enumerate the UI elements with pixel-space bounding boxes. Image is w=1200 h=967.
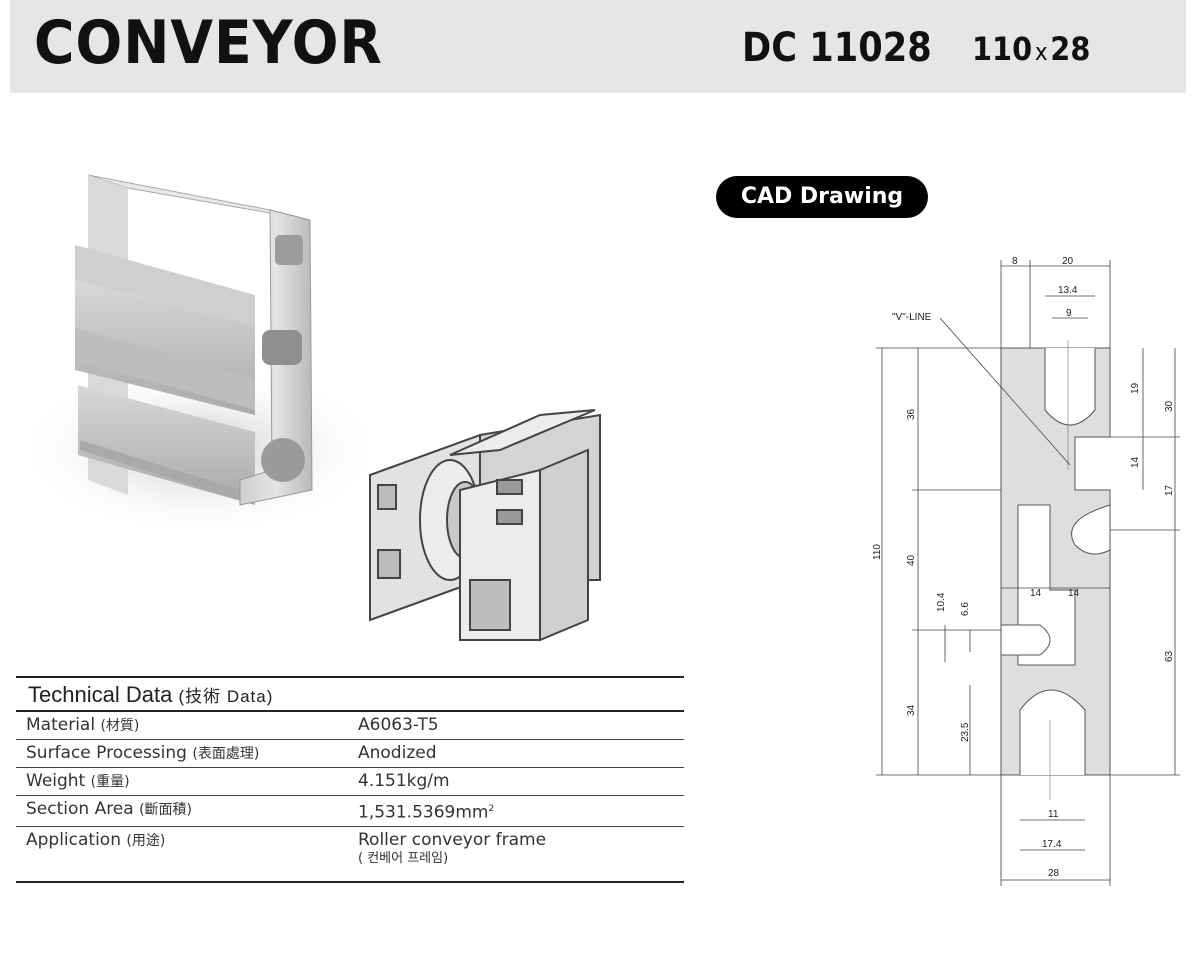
dim-right-30: 30 [1164,400,1175,412]
dim-left-110: 110 [872,544,883,560]
label-text: Application [26,829,121,850]
v-line-label: "V"-LINE [892,312,932,323]
row-value: Anodized [348,739,684,768]
technical-data-title: Technical Data [28,682,173,707]
row-label: Weight (重量) [16,767,348,796]
dim-top-9: 9 [1066,308,1072,319]
label-cjk: (重量) [90,774,130,790]
row-label: Material (材質) [16,712,348,740]
dim-top-8: 8 [1012,256,1018,267]
technical-data-header: Technical Data (技術 Data) [16,676,684,712]
dim-right-19: 19 [1130,382,1141,394]
dim-width: 110 [972,30,1033,68]
dim-separator: x [1034,38,1048,66]
label-text: Weight [26,771,86,791]
dim-right-17: 17 [1164,484,1175,496]
row-label: Surface Processing (表面處理) [16,739,348,768]
table-row: Section Area (斷面積) 1,531.5369mm2 [16,795,684,827]
label-cjk: (材質) [100,718,140,734]
model-number: DC 11028 [742,25,932,71]
label-cjk: (表面處理) [192,746,260,762]
label-text: Surface Processing [26,743,187,763]
dim-left-36: 36 [906,408,917,420]
product-render-image [10,174,601,642]
dim-mid-14a: 14 [1030,588,1042,599]
dim-bottom-17-4: 17.4 [1042,839,1062,850]
row-label: Section Area (斷面積) [16,795,348,827]
row-value: Roller conveyor frame( 컨베어 프레임) [348,826,684,883]
page-title: CONVEYOR [34,8,383,78]
technical-data-section: Technical Data (技術 Data) Material (材質) A… [16,676,684,883]
value-note: ( 컨베어 프레임) [358,850,449,866]
dim-left-34: 34 [906,704,917,716]
cad-drawing-label: CAD Drawing [716,176,928,218]
table-row: Surface Processing (表面處理) Anodized [16,739,684,768]
value-text: Roller conveyor frame [358,829,547,850]
dim-top-13-4: 13.4 [1058,285,1078,296]
conveyor-assembly-illustration [369,409,601,642]
dim-mid-14b: 14 [1068,588,1080,599]
dim-left-23-5: 23.5 [960,722,971,742]
cad-drawing: 8 20 13.4 9 "V"-LINE 19 30 14 17 63 36 4… [872,256,1180,886]
table-row: Weight (重量) 4.151kg/m [16,767,684,796]
header-bar [10,0,1186,93]
row-value: 1,531.5369mm2 [348,795,684,827]
row-value: A6063-T5 [348,712,684,740]
row-value: 4.151kg/m [348,767,684,796]
dim-left-6-6: 6.6 [960,602,971,616]
dim-bottom-11: 11 [1048,809,1059,820]
label-text: Section Area [26,799,134,819]
dim-right-14: 14 [1130,456,1141,468]
table-row: Application (用途) Roller conveyor frame( … [16,826,684,883]
dim-left-40: 40 [906,554,917,566]
dim-height: 28 [1050,30,1091,68]
dim-left-10-4: 10.4 [936,592,947,612]
extrusion-profile [75,174,313,506]
dim-top-20: 20 [1062,256,1074,267]
dim-bottom-28: 28 [1048,868,1060,879]
label-text: Material [26,715,96,735]
value-text: 1,531.5369mm [358,802,489,823]
row-label: Application (用途) [16,826,348,883]
dim-right-63: 63 [1164,650,1175,662]
label-cjk: (斷面積) [139,802,193,818]
table-row: Material (材質) A6063-T5 [16,712,684,740]
value-superscript: 2 [488,804,495,814]
technical-data-table: Material (材質) A6063-T5 Surface Processin… [16,712,684,883]
label-cjk: (用途) [126,832,166,849]
technical-data-subtitle: (技術 Data) [178,687,274,706]
